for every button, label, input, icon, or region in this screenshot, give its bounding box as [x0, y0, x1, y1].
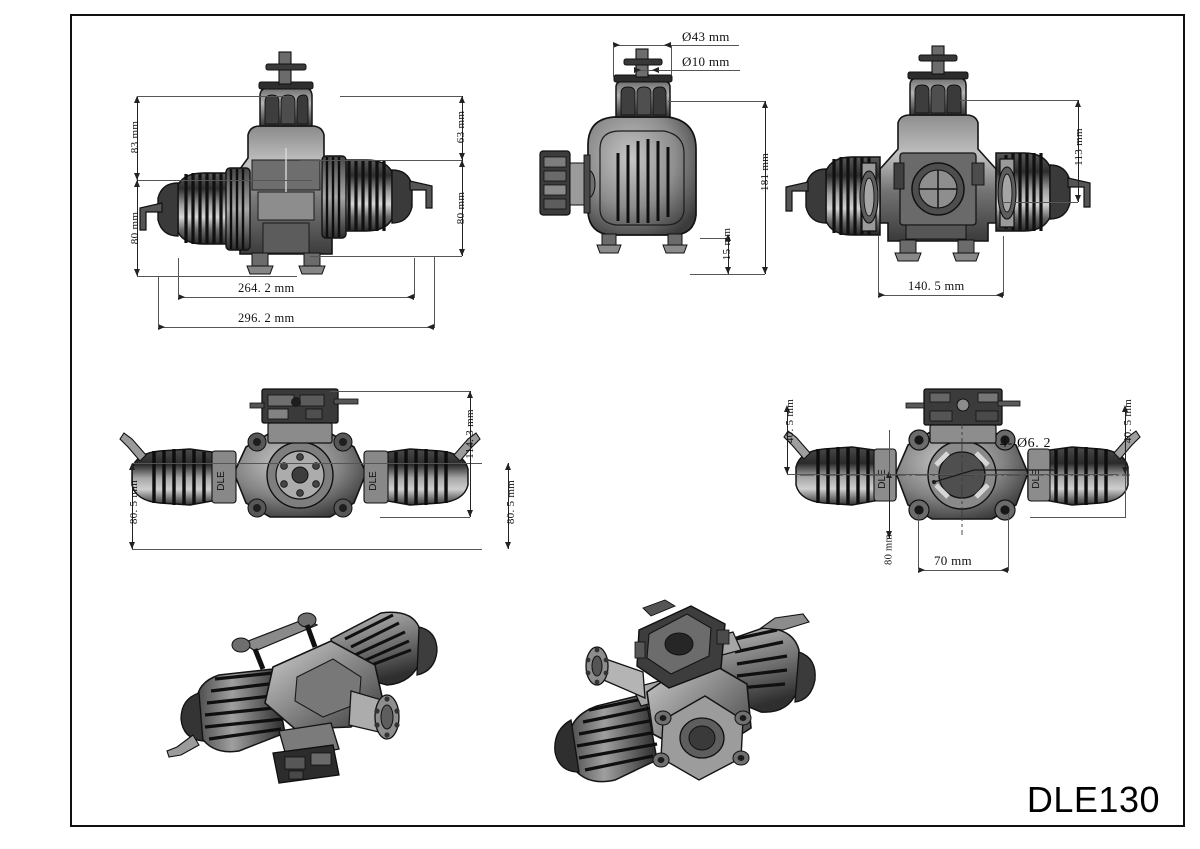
- dim-text-15: 15 mm: [721, 227, 733, 261]
- drawing-title: DLE130: [1026, 779, 1160, 820]
- dim-line-70: [918, 570, 1008, 571]
- dim-line-80-right: [462, 160, 463, 256]
- dim-text-296: 296. 2 mm: [238, 311, 295, 325]
- dim-line-d10: [634, 70, 658, 71]
- dim-line-1143: [470, 391, 471, 517]
- dim-line-80-left: [137, 180, 138, 276]
- side-elevation-drawing: [539, 48, 697, 254]
- dim-text-113: 113 mm: [1073, 128, 1085, 166]
- dim-line-805-right: [508, 463, 509, 549]
- dim-text-63: 63 mm: [455, 110, 467, 144]
- cylinder-right: [321, 155, 433, 239]
- dim-text-d10: Ø10 mm: [682, 54, 730, 69]
- dim-text-805-left: 80. 5 mm: [128, 479, 140, 525]
- cylinder-bank-right: DLE: [363, 432, 481, 506]
- exhaust-stub-right: [453, 432, 481, 462]
- dim-text-805-right: 80. 5 mm: [505, 479, 517, 525]
- view-isometric-right: [535, 599, 835, 790]
- view-bottom-plan: DLE DLE: [783, 385, 1141, 565]
- iso-prop-shaft: [348, 690, 400, 740]
- view-top-plan: DLE DLE: [119, 385, 481, 565]
- cylinder-bank-right-bottom: DLE: [1027, 430, 1141, 506]
- dim-line-264: [178, 297, 414, 298]
- iso-cylinder-front: [166, 668, 286, 758]
- svg-text:DLE: DLE: [877, 469, 888, 489]
- exhaust-left: [139, 202, 163, 231]
- dim-text-181: 181 mm: [759, 152, 771, 192]
- svg-text:DLE: DLE: [216, 471, 227, 491]
- dim-line-805-left: [132, 463, 133, 549]
- exhaust-right: [409, 180, 433, 209]
- dim-line-181: [765, 101, 766, 274]
- iso2-exhaust-upper: [759, 613, 810, 631]
- cylinder-left: [139, 167, 251, 251]
- view-front-elevation: [100, 40, 500, 340]
- dim-line-140: [878, 295, 1003, 296]
- dim-text-405-left: 40. 5 mm: [784, 398, 796, 444]
- dim-line-d43: [613, 45, 671, 46]
- dim-text-1143: 114. 3 mm: [464, 409, 476, 459]
- dim-text-264: 264. 2 mm: [238, 281, 295, 295]
- dim-line-15: [728, 238, 729, 274]
- front-elevation-drawing: [139, 51, 433, 275]
- dim-line-405-left: [787, 408, 788, 474]
- cylinder-bank-left-bottom: DLE: [783, 430, 897, 506]
- dim-line-296: [158, 327, 434, 328]
- dim-line-80-bottom: [889, 474, 890, 538]
- mounting-feet: [246, 252, 326, 275]
- cylinder-end-view: [587, 116, 697, 236]
- prop-bolt-circle: [280, 453, 320, 497]
- dim-text-83: 83 mm: [129, 120, 141, 154]
- svg-text:DLE: DLE: [1031, 469, 1042, 489]
- view-isometric-left: [155, 605, 455, 785]
- iso-mount-bridge: [231, 612, 319, 670]
- dim-text-d43: Ø43 mm: [682, 29, 730, 44]
- svg-text:DLE: DLE: [368, 471, 379, 491]
- dim-line-63: [462, 96, 463, 160]
- dim-text-140: 140. 5 mm: [908, 279, 965, 293]
- rear-elevation-drawing: [785, 45, 1091, 262]
- view-rear-elevation: [785, 45, 1100, 295]
- iso2-mount-spider: [652, 695, 752, 781]
- iso2-carburetor: [634, 599, 730, 689]
- top-plan-drawing: DLE DLE: [119, 388, 481, 518]
- exhaust-stub-left: [119, 432, 147, 462]
- dim-text-80-left: 80 mm: [129, 211, 141, 245]
- carburetor-assembly: [539, 150, 591, 216]
- dim-text-80-bottom: 80 mm: [883, 534, 895, 565]
- cylinder-right-rear: [995, 152, 1091, 232]
- callout-text-4-dia-6-2: 4- Ø6. 2: [1000, 436, 1052, 451]
- cylinder-head-right: [391, 169, 413, 224]
- isometric-left-drawing: [166, 611, 438, 784]
- dim-text-405-right: 40. 5 mm: [1122, 398, 1134, 444]
- dim-text-80-right: 80 mm: [455, 191, 467, 225]
- iso-exhaust-front: [166, 734, 200, 758]
- view-side-elevation: [539, 45, 770, 285]
- iso2-prop-shaft: [585, 646, 646, 700]
- dim-line-113: [1078, 100, 1079, 202]
- carburetor-top: [249, 388, 359, 444]
- carburetor-bottom-view: [905, 388, 1021, 444]
- cylinder-left-rear: [785, 156, 881, 236]
- bottom-plan-drawing: DLE DLE: [783, 388, 1141, 535]
- cylinder-head-left: [157, 182, 179, 237]
- isometric-right-drawing: [554, 599, 816, 783]
- dim-line-83: [137, 96, 138, 180]
- iso-carburetor: [272, 722, 340, 784]
- dim-line-405-right: [1125, 408, 1126, 474]
- dim-text-70: 70 mm: [934, 553, 972, 568]
- callout-leader-line: [932, 469, 1056, 484]
